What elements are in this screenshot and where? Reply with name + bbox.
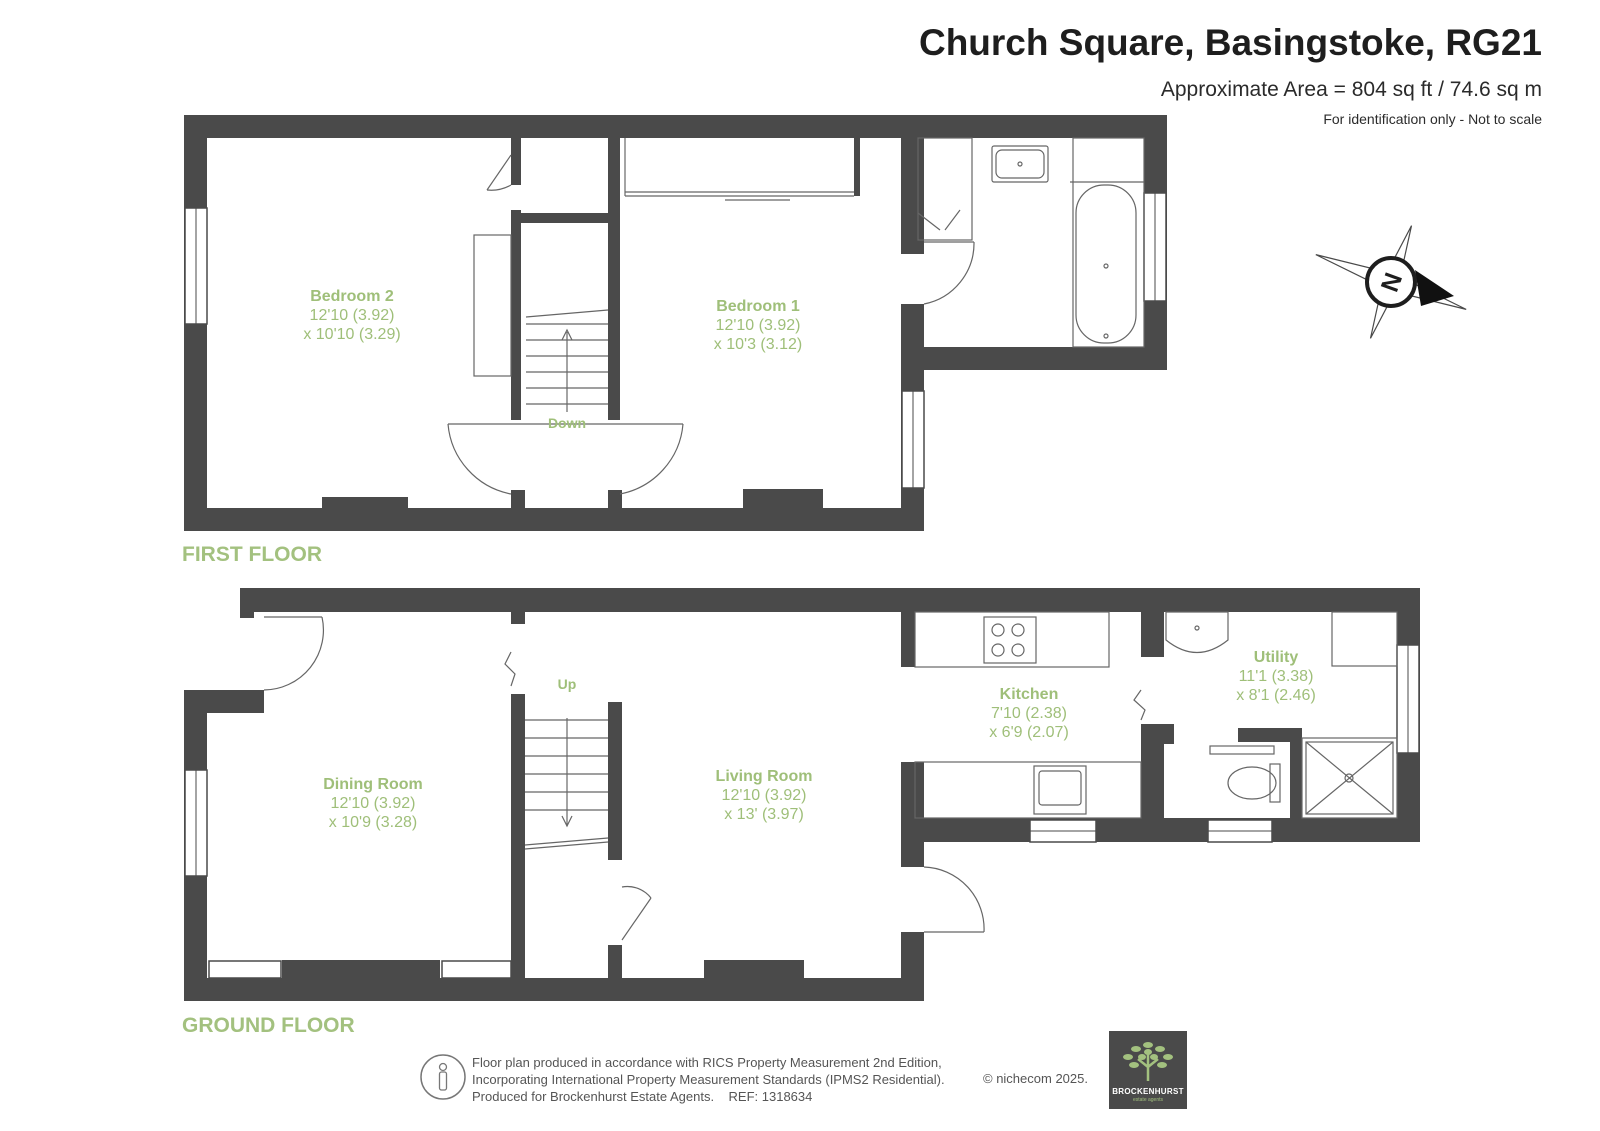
room-dimension: 12'10 (3.92) [715, 317, 801, 334]
room-label-kitchen: Kitchen 7'10 (2.38) x 6'9 (2.07) [989, 685, 1069, 742]
ground-floor-plan [184, 588, 1420, 1001]
room-label-living-room: Living Room 12'10 (3.92) x 13' (3.97) [716, 767, 813, 824]
ground-floor-fixtures [263, 611, 1398, 941]
first-floor-label: FIRST FLOOR [182, 543, 322, 566]
room-name: Living Room [715, 768, 813, 785]
room-name: Bedroom 1 [716, 298, 800, 315]
room-dimension: 11'1 (3.38) [1238, 668, 1314, 685]
first-floor-plan [184, 115, 1167, 531]
room-dimension: 7'10 (2.38) [990, 705, 1067, 722]
room-dimension: 12'10 (3.92) [721, 787, 807, 804]
stairs-down-label: Down [547, 415, 587, 431]
stairs-up-label: Up [557, 676, 577, 692]
room-name: Bedroom 2 [310, 288, 394, 305]
approximate-area: Approximate Area = 804 sq ft / 74.6 sq m [1160, 78, 1542, 101]
room-dimension: x 10'10 (3.29) [303, 326, 401, 343]
footer-line-1: Floor plan produced in accordance with R… [472, 1055, 942, 1070]
room-dimension: 12'10 (3.92) [309, 307, 395, 324]
room-name: Dining Room [323, 776, 423, 793]
room-dimension: x 13' (3.97) [724, 806, 804, 823]
ground-floor-windows [184, 644, 1420, 979]
room-label-utility: Utility 11'1 (3.38) x 8'1 (2.46) [1236, 648, 1316, 705]
logo-tagline: estate agents [1132, 1097, 1164, 1103]
identification-note: For identification only - Not to scale [1323, 111, 1542, 127]
room-label-bedroom-2: Bedroom 2 12'10 (3.92) x 10'10 (3.29) [303, 287, 400, 344]
first-floor-fixtures [447, 137, 1145, 495]
room-dimension: 12'10 (3.92) [330, 795, 416, 812]
compass-rose-icon: N [1315, 225, 1467, 339]
page-title: Church Square, Basingstoke, RG21 [918, 22, 1542, 63]
room-label-dining-room: Dining Room 12'10 (3.92) x 10'9 (3.28) [323, 775, 423, 832]
room-dimension: x 8'1 (2.46) [1236, 687, 1316, 704]
room-name: Utility [1253, 649, 1299, 666]
logo-name: BROCKENHURST [1112, 1087, 1184, 1096]
room-name: Kitchen [999, 686, 1059, 703]
room-dimension: x 10'3 (3.12) [713, 336, 803, 353]
room-dimension: x 6'9 (2.07) [989, 724, 1069, 741]
ground-floor-window-lines [195, 645, 1409, 876]
ground-floor-walls [184, 588, 1420, 1001]
first-floor-window-lines [195, 193, 1156, 488]
footer-line-3: Produced for Brockenhurst Estate Agents.… [472, 1089, 813, 1104]
brockenhurst-logo: BROCKENHURST estate agents [1109, 1031, 1187, 1109]
room-label-bedroom-1: Bedroom 1 12'10 (3.92) x 10'3 (3.12) [714, 297, 802, 354]
ground-floor-label: GROUND FLOOR [182, 1014, 355, 1037]
copyright-text: © nichecom 2025. [983, 1071, 1088, 1086]
footer-line-2: Incorporating International Property Mea… [472, 1072, 945, 1087]
footer-disclaimer: Floor plan produced in accordance with R… [472, 1054, 945, 1105]
person-measure-icon [420, 1054, 466, 1100]
tree-logo-icon [1123, 1042, 1173, 1081]
room-dimension: x 10'9 (3.28) [328, 814, 418, 831]
